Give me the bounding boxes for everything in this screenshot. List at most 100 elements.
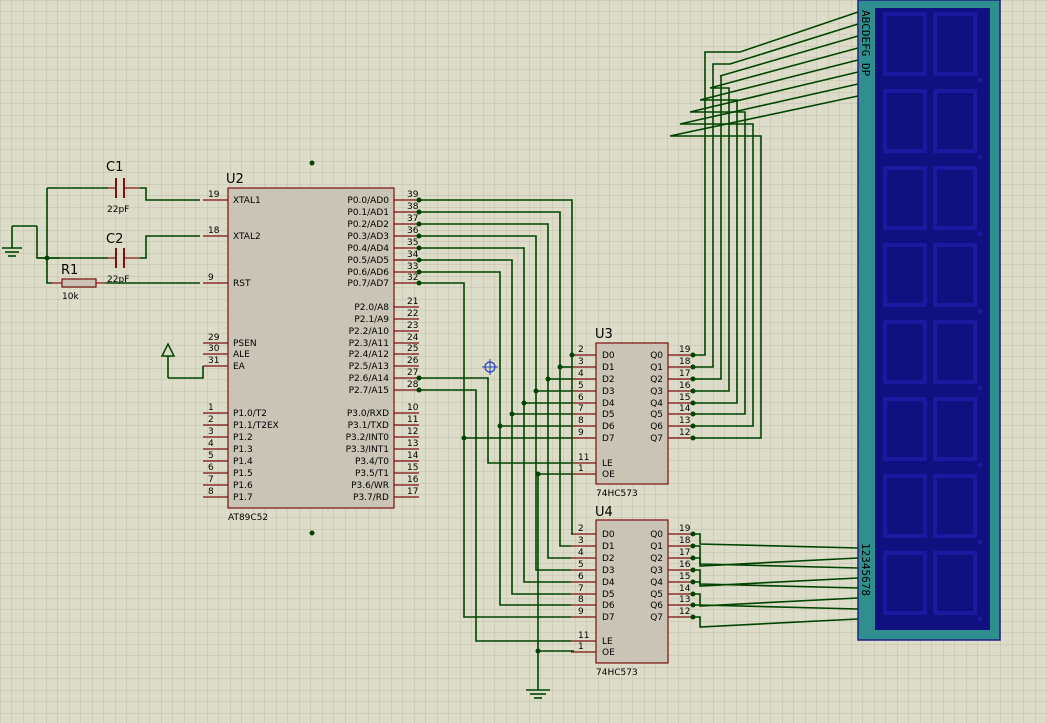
u3-pin-name: Q2 — [650, 375, 663, 385]
u3-pin-name: D0 — [602, 351, 615, 361]
u2-pin-name: P2.0/A8 — [354, 303, 389, 313]
bus-wiring — [416, 11, 859, 651]
u2-pin-number: 33 — [407, 262, 418, 272]
junction-dot — [690, 423, 696, 429]
u2-pin-name: P3.2/INT0 — [346, 433, 390, 443]
u2-pin-number: 3 — [208, 427, 214, 437]
digit-decimal-point — [977, 385, 983, 391]
u2-pin-number: 30 — [208, 344, 220, 354]
u4-pin-name: Q6 — [650, 601, 663, 611]
u3-pin-number: 2 — [578, 345, 584, 355]
u2-pin-number: 14 — [407, 451, 419, 461]
junction-dot — [690, 352, 696, 358]
display-digit — [883, 474, 983, 545]
u4-pin-number: 2 — [578, 524, 584, 534]
u4-pin-number: 3 — [578, 536, 584, 546]
display-digit — [883, 166, 983, 237]
bus-p0-wire — [419, 247, 571, 583]
junction-dot — [690, 388, 696, 394]
u2-pin-number: 39 — [407, 190, 419, 200]
u3-pin-number: 5 — [578, 381, 584, 391]
resistor-r1[interactable]: R1 10k — [52, 263, 106, 302]
u3-pin-name: Q1 — [650, 363, 663, 373]
u2-pin-name: P3.0/RXD — [347, 409, 389, 419]
segment-wire — [689, 71, 859, 415]
u4-pin-number: 7 — [578, 584, 584, 594]
ground-symbol-u4 — [526, 648, 574, 699]
capacitor-c1[interactable]: C1 22pF — [106, 160, 140, 215]
u4-pin-number: 14 — [679, 584, 691, 594]
u4-pin-name: Q5 — [650, 590, 663, 600]
u4-pin-number: 18 — [679, 536, 691, 546]
u4-pin-name: Q4 — [650, 578, 663, 588]
u4-pin-number: 6 — [578, 572, 584, 582]
junction-dot — [461, 435, 467, 441]
u3-pin-number: 8 — [578, 416, 584, 426]
chip-u4-74hc573[interactable]: U4 74HC573 2D03D14D25D36D47D58D69D711LE1… — [571, 505, 693, 678]
digit-decimal-point — [977, 616, 983, 622]
u4-pin-name: D6 — [602, 601, 615, 611]
digit-segment-right — [933, 474, 977, 538]
u4-pin-name: Q2 — [650, 554, 663, 564]
digit-segment-left — [883, 551, 927, 615]
u2-pin-name: P1.1/T2EX — [233, 421, 279, 431]
chip-u2-at89c52[interactable]: U2 AT89C52 19XTAL118XTAL29RST29PSEN30ALE… — [203, 172, 419, 523]
digit-segment-right — [933, 12, 977, 76]
bus-p0-wire — [419, 282, 571, 618]
u4-pin-number: 9 — [578, 607, 584, 617]
u3-pin-number: 12 — [679, 428, 690, 438]
u3-pin-number: 11 — [578, 453, 589, 463]
junction-dot — [416, 257, 422, 263]
junction-dot — [497, 423, 503, 429]
u2-pin-name: P2.5/A13 — [349, 362, 389, 372]
u3-pin-name: Q3 — [650, 387, 663, 397]
digit-wire — [693, 616, 859, 628]
u4-pin-number: 15 — [679, 572, 690, 582]
digit-segment-left — [883, 397, 927, 461]
u2-pin-name: P0.5/AD5 — [347, 256, 389, 266]
u4-ref: U4 — [595, 505, 613, 520]
capacitor-c2[interactable]: C2 22pF — [106, 232, 140, 285]
segment-wire — [679, 83, 859, 427]
u3-pin-number: 6 — [578, 393, 584, 403]
digit-decimal-point — [977, 539, 983, 545]
seven-segment-display-8digit[interactable]: ABCDEFG DP 12345678 — [857, 0, 1001, 641]
digit-wire — [693, 593, 859, 607]
u3-pin-number: 19 — [679, 345, 691, 355]
u2-pin-number: 22 — [407, 309, 418, 319]
u4-pin-name: Q7 — [650, 613, 663, 623]
display-digit — [883, 243, 983, 314]
u3-pin-name: D7 — [602, 434, 615, 444]
digit-segment-left — [883, 166, 927, 230]
u3-pin-number: 4 — [578, 369, 584, 379]
u4-pin-number: 5 — [578, 560, 584, 570]
u3-pin-name: D2 — [602, 375, 615, 385]
u3-pin-name: Q0 — [650, 351, 663, 361]
chip-u3-74hc573[interactable]: U3 74HC573 2D03D14D25D36D47D58D69D711LE1… — [571, 327, 693, 499]
segment-wire — [693, 11, 859, 356]
u4-pin-name: Q0 — [650, 530, 663, 540]
c1-ref: C1 — [106, 160, 123, 175]
junction-dot — [690, 591, 696, 597]
u2-pin-name: P3.7/RD — [353, 493, 389, 503]
junction-dot — [521, 400, 527, 406]
ground-symbol-left — [2, 225, 37, 257]
u2-pin-number: 18 — [208, 226, 220, 236]
u3-pin-number: 9 — [578, 428, 584, 438]
u3-pin-number: 17 — [679, 369, 690, 379]
junction-dot — [416, 233, 422, 239]
digit-segment-right — [933, 166, 977, 230]
junction-dot — [690, 531, 696, 537]
u2-pin-number: 9 — [208, 273, 214, 283]
digit-decimal-point — [977, 308, 983, 314]
u2-pin-number: 8 — [208, 487, 214, 497]
junction-dot — [690, 435, 696, 441]
junction-dot — [569, 352, 575, 358]
u4-pin-name: D1 — [602, 542, 615, 552]
u2-pin-number: 37 — [407, 214, 418, 224]
u2-pin-number: 5 — [208, 451, 214, 461]
junction-dot — [690, 400, 696, 406]
junction-dot — [690, 411, 696, 417]
crosshair-probe-icon[interactable] — [482, 359, 498, 375]
